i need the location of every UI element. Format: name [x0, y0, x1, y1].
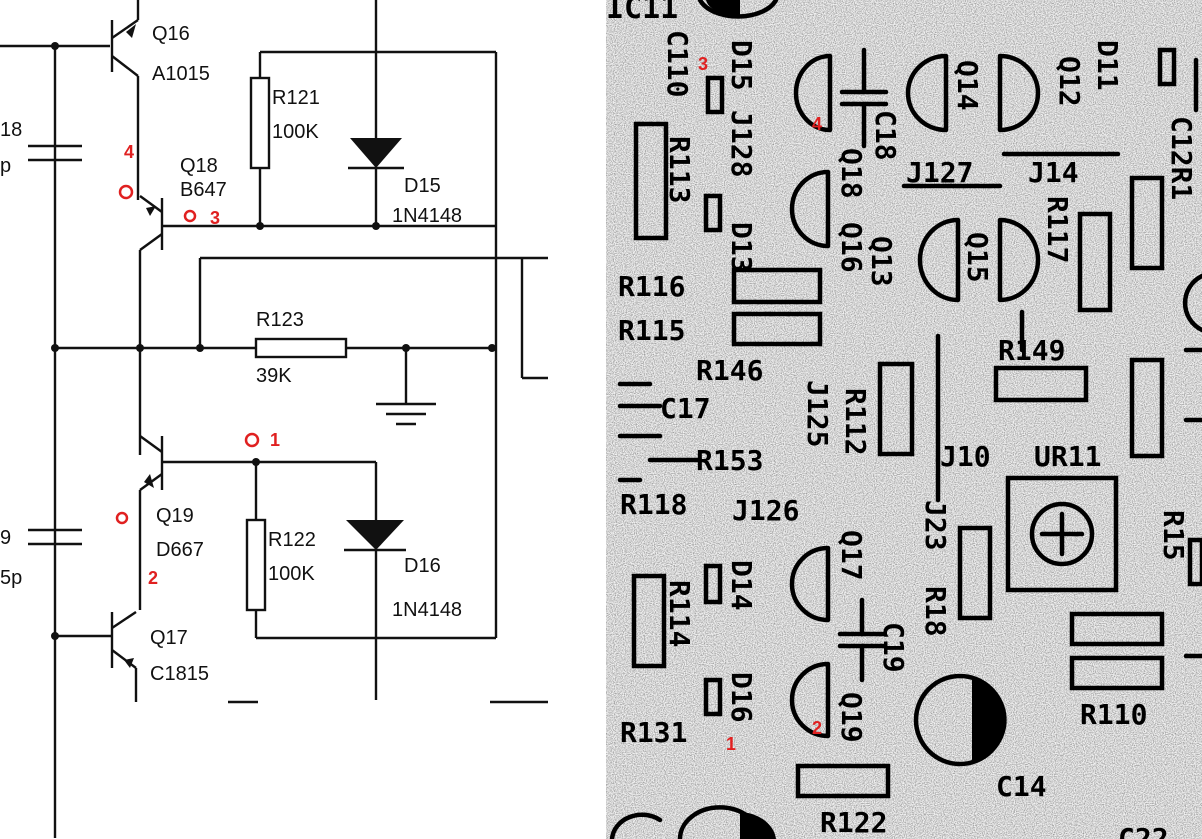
pcb-label-j10: J10	[940, 440, 991, 473]
c18-ref-partial: 18	[0, 119, 22, 141]
pcb-label-r113: R113	[663, 136, 696, 203]
pcb-label-r146: R146	[696, 354, 763, 387]
pcb-label-q19: Q19	[835, 692, 868, 743]
q19-part: D667	[156, 539, 204, 561]
r121-ref: R121	[272, 87, 320, 109]
pcb-label-ur11: UR11	[1034, 440, 1101, 473]
pcb-label-c110: C110	[661, 30, 694, 97]
pcb-label-q18: Q18	[835, 148, 868, 199]
pcb-label-r114: R114	[663, 580, 696, 647]
pin-marker-circle	[244, 432, 260, 448]
pcb-label-q16: Q16	[835, 222, 868, 273]
r123-value: 39K	[256, 365, 292, 387]
pcb-label-r115: R115	[618, 314, 685, 347]
pcb-label-ic11: IC11	[606, 0, 678, 26]
q17-ref: Q17	[150, 627, 188, 649]
pcb-label-r118: R118	[620, 488, 687, 521]
marker-2: 2	[148, 568, 158, 588]
pin-marker-circle	[118, 184, 134, 200]
pcb-panel: IC11 C110 R113 D15 J128 D13 C18 Q18 Q16 …	[606, 0, 1202, 839]
pcb-marker-4: 4	[812, 114, 822, 134]
pcb-label-r117: R117	[1041, 196, 1074, 263]
pcb-label-j128: J128	[725, 110, 758, 177]
q18-ref: Q18	[180, 155, 218, 177]
pcb-label-r131: R131	[620, 716, 687, 749]
pcb-label-j23: J23	[919, 500, 952, 551]
pcb-label-c22: C22	[1118, 822, 1169, 839]
pin-marker-circle	[183, 209, 197, 223]
q16-part: A1015	[152, 63, 210, 85]
q19-ref: Q19	[156, 505, 194, 527]
pcb-label-r110: R110	[1080, 698, 1147, 731]
pin-marker-circle	[115, 511, 129, 525]
d16-part: 1N4148	[392, 599, 462, 621]
d16-ref: D16	[404, 555, 441, 577]
r123-ref: R123	[256, 309, 304, 331]
q16-ref: Q16	[152, 23, 190, 45]
pcb-marker-1: 1	[726, 734, 736, 754]
pcb-label-j14: J14	[1028, 156, 1079, 189]
schematic-panel: Q16 A1015 Q18 B647 R121 100K D15 1N4148 …	[0, 0, 548, 838]
pcb-label-q14: Q14	[951, 60, 984, 111]
marker-4: 4	[124, 142, 134, 162]
pcb-label-d13: D13	[725, 222, 758, 273]
pcb-label-q12: Q12	[1053, 56, 1086, 107]
pcb-label-q13: Q13	[865, 236, 898, 287]
marker-3: 3	[210, 208, 220, 228]
pcb-label-r112: R112	[839, 388, 872, 455]
r122-ref: R122	[268, 529, 316, 551]
r122-value: 100K	[268, 563, 315, 585]
pcb-label-r153: R153	[696, 444, 763, 477]
pcb-label-j125: J125	[801, 380, 834, 447]
pcb-label-c19: C19	[877, 622, 910, 673]
pcb-label-r15: R15	[1157, 510, 1190, 561]
pcb-label-q17: Q17	[835, 530, 868, 581]
pcb-label-q15: Q15	[961, 232, 994, 283]
d15-part: 1N4148	[392, 205, 462, 227]
pcb-label-c18: C18	[869, 110, 902, 161]
pcb-label-d16: D16	[725, 672, 758, 723]
marker-1: 1	[270, 430, 280, 450]
pcb-marker-2: 2	[812, 718, 822, 738]
pcb-label-r116: R116	[618, 270, 685, 303]
c18-value-partial: p	[0, 155, 11, 177]
q18-part: B647	[180, 179, 227, 201]
d15-ref: D15	[404, 175, 441, 197]
pcb-label-r18: R18	[919, 586, 952, 637]
pcb-label-r122: R122	[820, 806, 887, 839]
pcb-marker-3: 3	[698, 54, 708, 74]
pcb-label-d11: D11	[1091, 40, 1124, 91]
c19-value-partial: 5p	[0, 567, 22, 589]
pcb-label-c17: C17	[660, 392, 711, 425]
pcb-label-d14: D14	[725, 560, 758, 611]
c19-ref-partial: 9	[0, 527, 11, 549]
pcb-label-j127: J127	[906, 156, 973, 189]
pcb-label-r149: R149	[998, 334, 1065, 367]
pcb-label-j126: J126	[732, 494, 799, 527]
r121-value: 100K	[272, 121, 319, 143]
pcb-label-c14: C14	[996, 770, 1047, 803]
pcb-label-d15: D15	[725, 40, 758, 91]
q17-part: C1815	[150, 663, 209, 685]
pcb-label-c12r1: C12R1	[1165, 116, 1198, 200]
